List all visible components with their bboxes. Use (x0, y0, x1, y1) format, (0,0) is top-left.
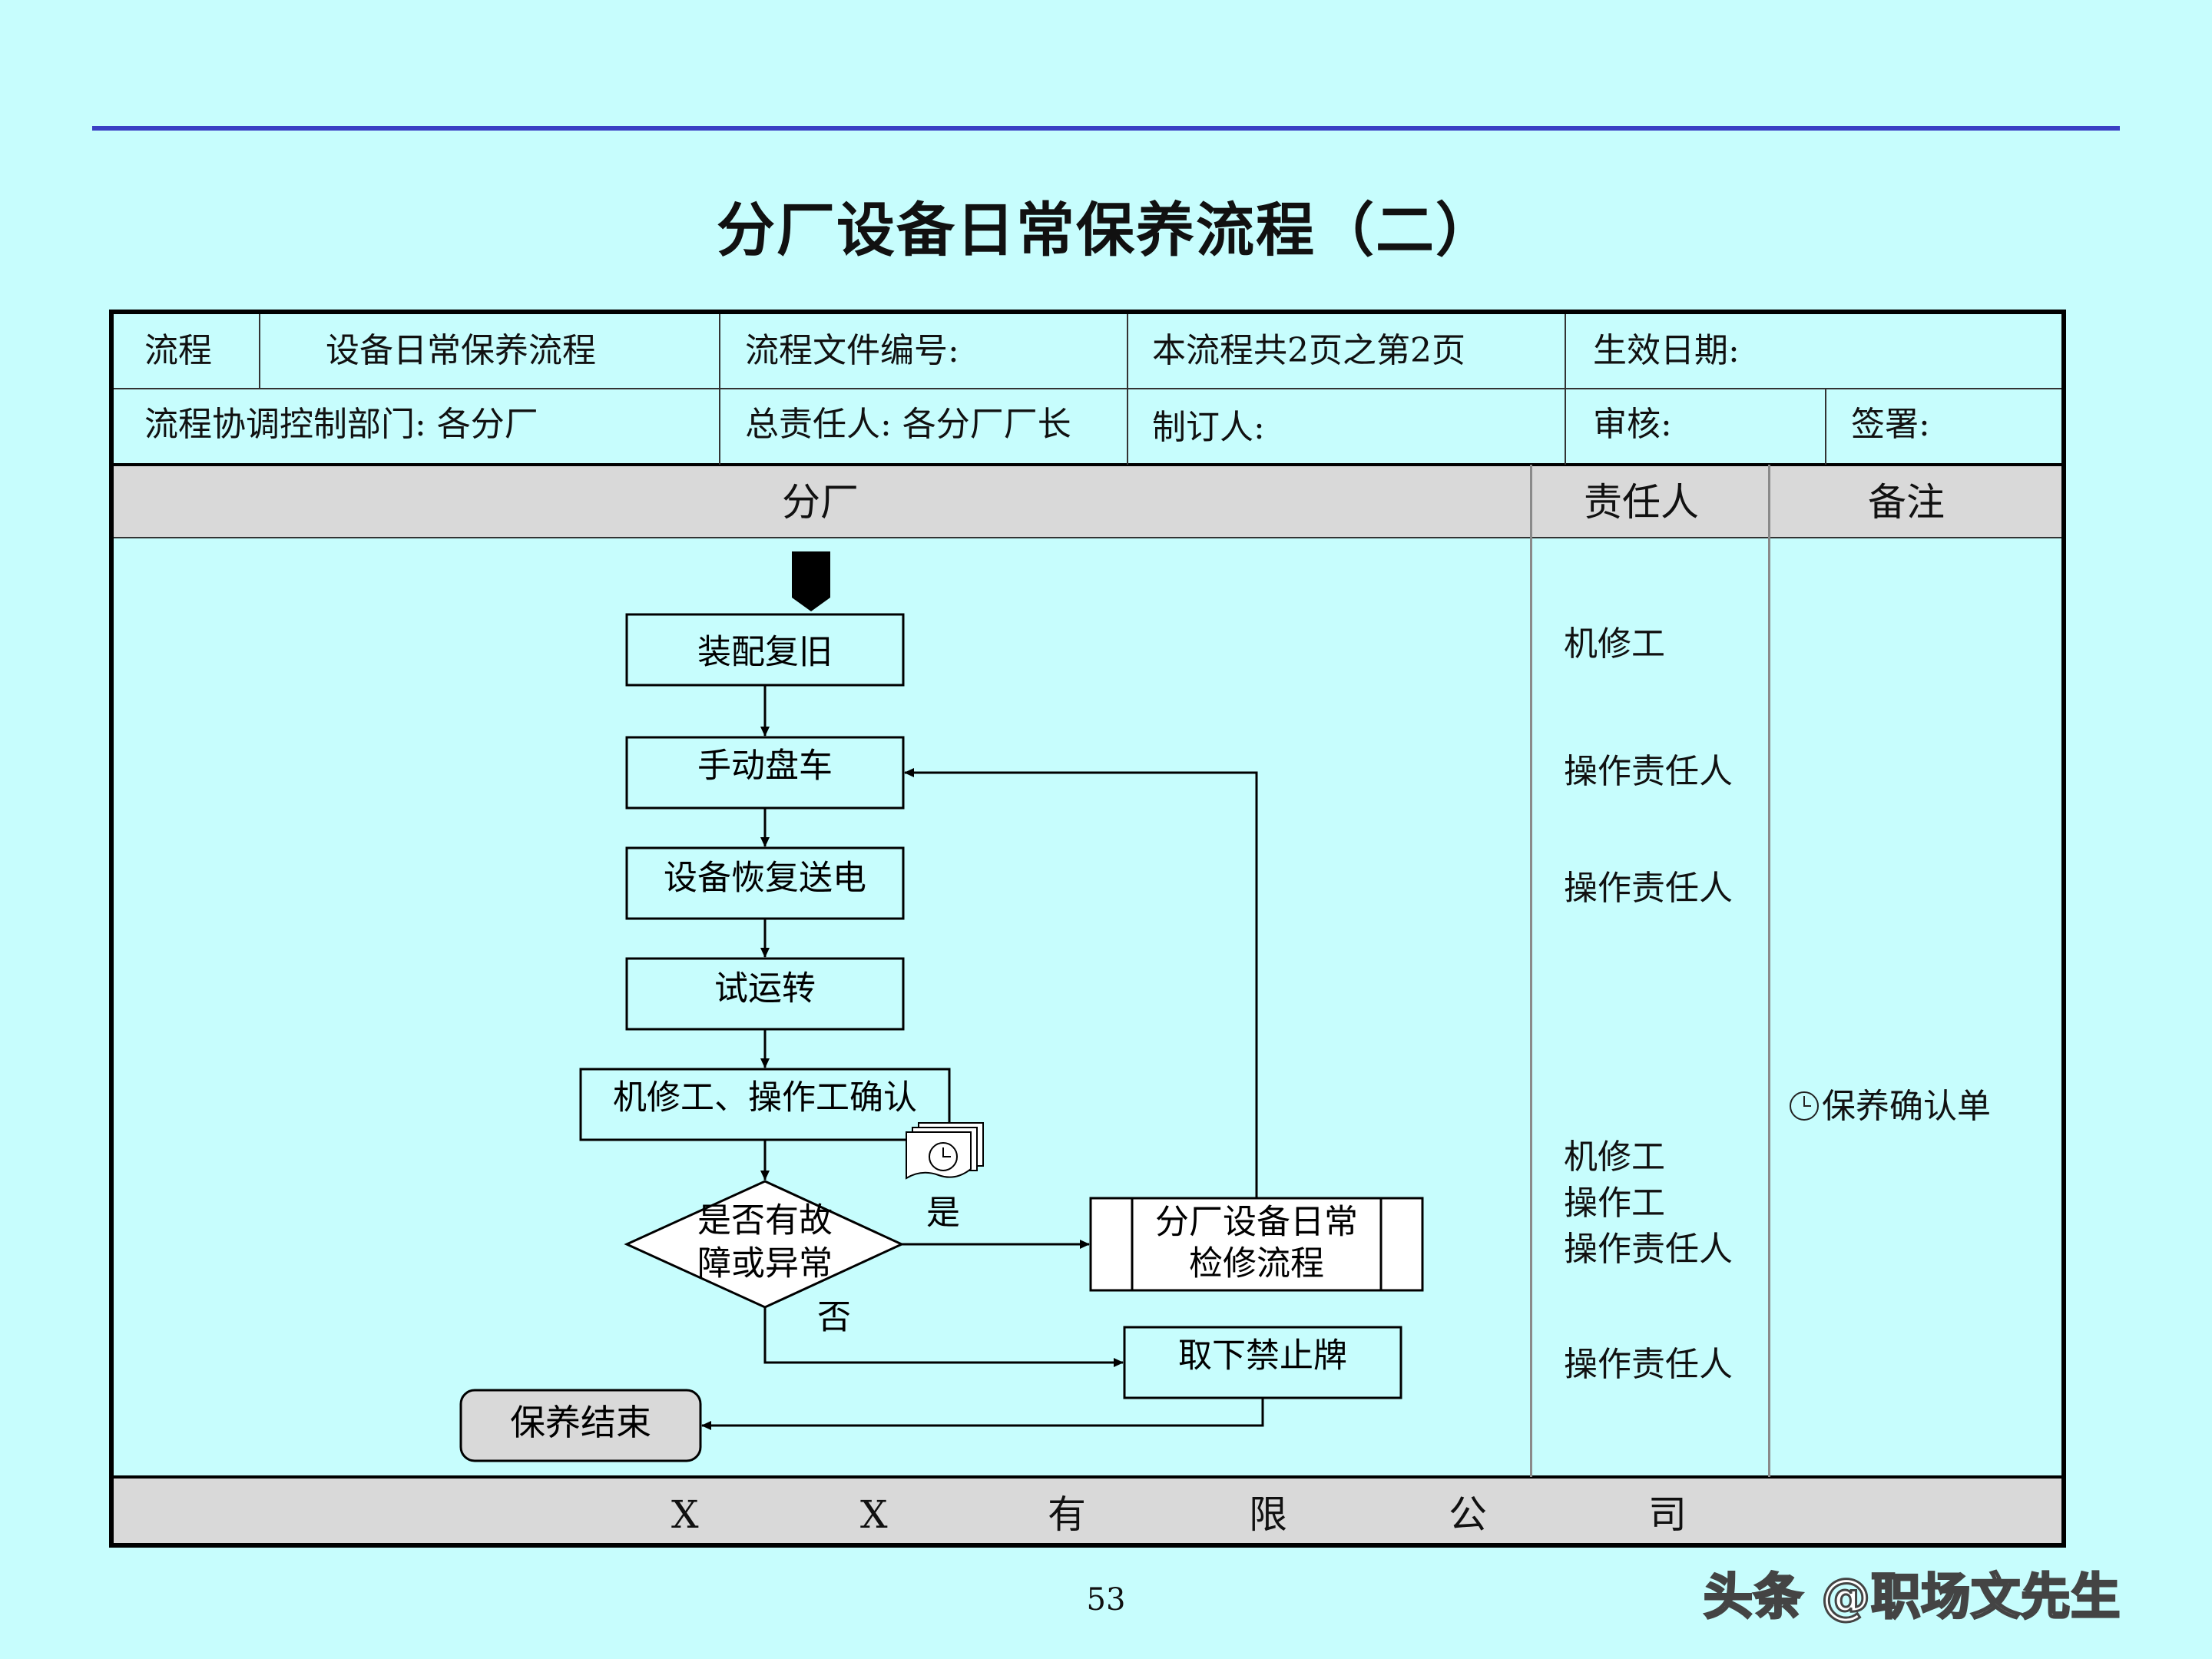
end-text: 保养结束 (510, 1402, 651, 1443)
subprocess-box (1089, 1197, 1424, 1292)
review: 审核: (1593, 405, 1672, 444)
rule-colheader (114, 537, 2061, 538)
effective-date: 生效日期: (1593, 331, 1740, 370)
arrow-loop-back (904, 768, 1258, 1198)
footer-band (114, 1477, 2061, 1543)
resp-4: 机修工 (1564, 1137, 1665, 1177)
watermark: 头条 @职场文先生 (1702, 1568, 2121, 1628)
footer-char-2: X (860, 1492, 888, 1537)
subprocess-text-1: 分厂设备日常 (1155, 1203, 1358, 1242)
page-number: 53 (1086, 1582, 1126, 1618)
arrow-to-end (701, 1398, 1264, 1430)
col-notes: 备注 (1868, 480, 1945, 525)
clock-document-icon (1790, 1091, 1819, 1121)
div-r1-b (719, 314, 720, 465)
author: 制订人: (1152, 408, 1265, 447)
div-r1-c (1127, 314, 1128, 465)
sign: 签署: (1851, 405, 1930, 444)
yes-label: 是 (926, 1194, 960, 1233)
resp-1: 机修工 (1564, 624, 1665, 664)
footer-char-5: 公 (1449, 1492, 1487, 1537)
owner: 总责任人: 各分厂厂长 (745, 405, 1071, 444)
step-text-5: 机修工、操作工确认 (613, 1078, 917, 1118)
resp-5: 操作工 (1564, 1184, 1665, 1223)
column-header-band (114, 465, 2061, 538)
end-box (459, 1389, 702, 1462)
resp-3: 操作责任人 (1564, 869, 1733, 908)
process-table: 流程 设备日常保养流程 流程文件编号: 本流程共2页之第2页 生效日期: 流程协… (109, 310, 2066, 1548)
footer-char-1: X (671, 1492, 699, 1537)
no-label: 否 (817, 1298, 851, 1337)
footer-char-6: 司 (1648, 1492, 1687, 1537)
start-marker (792, 551, 830, 611)
step-text-3: 设备恢复送电 (664, 859, 866, 898)
div-r2-e (1825, 388, 1826, 465)
div-col-responsible (1530, 465, 1532, 1477)
col-main: 分厂 (782, 480, 859, 525)
page-count: 本流程共2页之第2页 (1152, 331, 1465, 370)
footer-char-4: 限 (1249, 1492, 1287, 1537)
resp-2: 操作责任人 (1564, 752, 1733, 791)
rule-footer (114, 1475, 2061, 1479)
step-text-1: 装配复旧 (697, 633, 833, 672)
note-doc-label: 保养确认单 (1822, 1087, 1991, 1126)
step-text-4: 试运转 (714, 969, 816, 1008)
document-stack-icon (906, 1122, 984, 1180)
remove-sign-text: 取下禁止牌 (1178, 1336, 1347, 1376)
note-doc: 保养确认单 (1790, 1090, 1991, 1124)
label-process: 流程 (144, 331, 212, 370)
top-rule (92, 126, 2120, 131)
resp-6: 操作责任人 (1564, 1230, 1733, 1269)
div-r1-a (259, 314, 260, 388)
page-title: 分厂设备日常保养流程（二） (717, 196, 1495, 264)
rule-row1 (114, 388, 2061, 389)
footer-char-3: 有 (1048, 1492, 1086, 1537)
arrow-no (763, 1307, 1124, 1367)
subprocess-text-2: 检修流程 (1189, 1244, 1324, 1283)
process-name: 设备日常保养流程 (326, 331, 596, 370)
coord-dept: 流程协调控制部门: 各分厂 (144, 405, 538, 444)
decision-text-1: 是否有故 (697, 1201, 833, 1240)
div-col-notes (1768, 465, 1770, 1477)
resp-7: 操作责任人 (1564, 1345, 1733, 1384)
col-responsible: 责任人 (1584, 480, 1699, 525)
step-text-2: 手动盘车 (697, 747, 833, 786)
file-number: 流程文件编号: (745, 331, 959, 370)
rule-row2 (114, 463, 2061, 466)
decision-text-2: 障或异常 (697, 1244, 833, 1283)
div-r1-d (1565, 314, 1566, 465)
